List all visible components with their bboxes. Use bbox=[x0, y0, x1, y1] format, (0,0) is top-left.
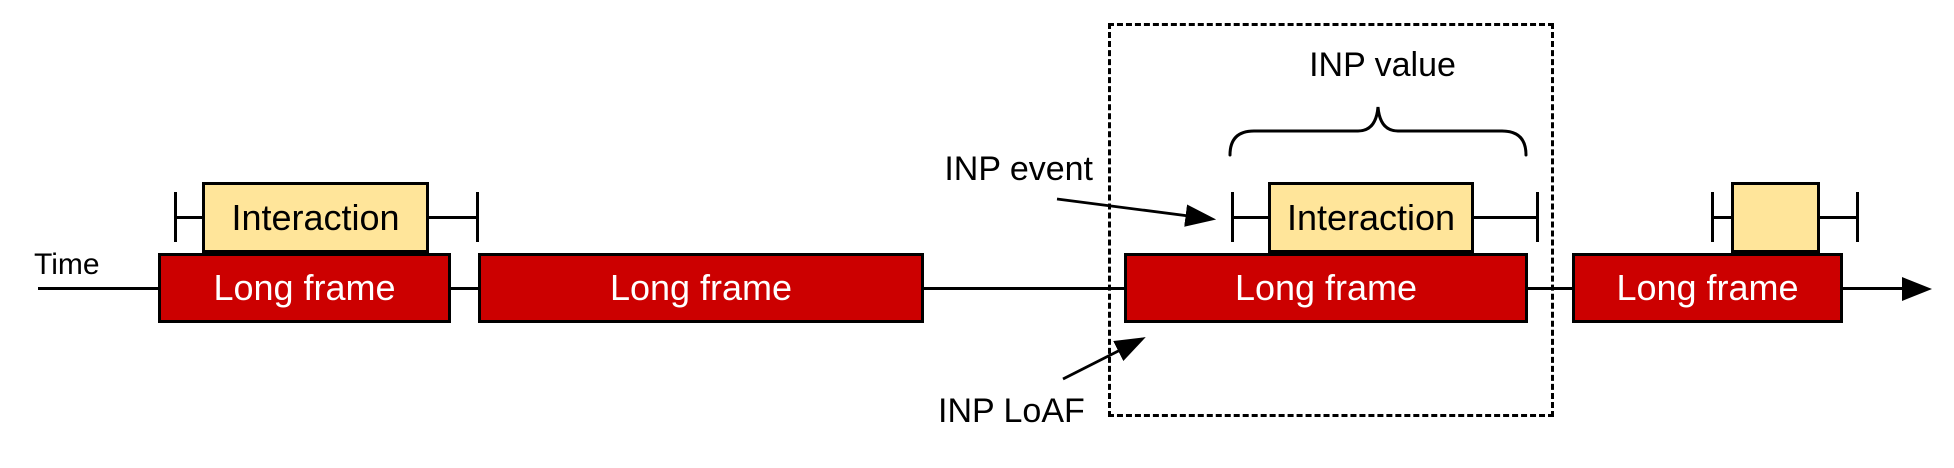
long-frame-box-1: Long frame bbox=[158, 253, 451, 323]
long-frame-label: Long frame bbox=[213, 267, 396, 308]
long-frame-box-2: Long frame bbox=[478, 253, 924, 323]
inp-loaf-label: INP LoAF bbox=[938, 392, 1085, 430]
whisker-tick bbox=[1856, 192, 1859, 242]
timeline-arrowhead-icon bbox=[1902, 277, 1932, 301]
inp-event-arrow-icon bbox=[1056, 197, 1217, 227]
timeline-axis-line bbox=[38, 287, 1904, 290]
interaction-box-1: Interaction bbox=[202, 182, 429, 253]
inp-loaf-dashed-region bbox=[1108, 23, 1554, 417]
whisker-line bbox=[174, 216, 204, 219]
interaction-box-2: Interaction bbox=[1268, 182, 1474, 253]
inp-event-label: INP event bbox=[944, 150, 1093, 188]
interaction-box-3 bbox=[1731, 182, 1820, 253]
long-frame-box-4: Long frame bbox=[1572, 253, 1843, 323]
whisker-tick bbox=[476, 192, 479, 242]
inp-value-label: INP value bbox=[1309, 46, 1456, 84]
long-frame-label: Long frame bbox=[609, 267, 793, 308]
time-axis-label: Time bbox=[34, 248, 100, 281]
inp-value-brace-icon bbox=[1228, 106, 1528, 157]
interaction-label: Interaction bbox=[1286, 196, 1456, 238]
interaction-label: Interaction bbox=[231, 196, 400, 238]
whisker-line bbox=[1231, 216, 1270, 219]
long-frame-box-3: Long frame bbox=[1124, 253, 1528, 323]
long-frame-label: Long frame bbox=[1234, 267, 1418, 308]
whisker-line bbox=[1711, 216, 1733, 219]
whisker-line bbox=[428, 216, 478, 219]
whisker-line bbox=[1472, 216, 1538, 219]
long-frame-label: Long frame bbox=[1616, 267, 1799, 308]
whisker-tick bbox=[1536, 192, 1539, 242]
inp-loaf-arrow-icon bbox=[1062, 337, 1146, 381]
whisker-line bbox=[1817, 216, 1858, 219]
